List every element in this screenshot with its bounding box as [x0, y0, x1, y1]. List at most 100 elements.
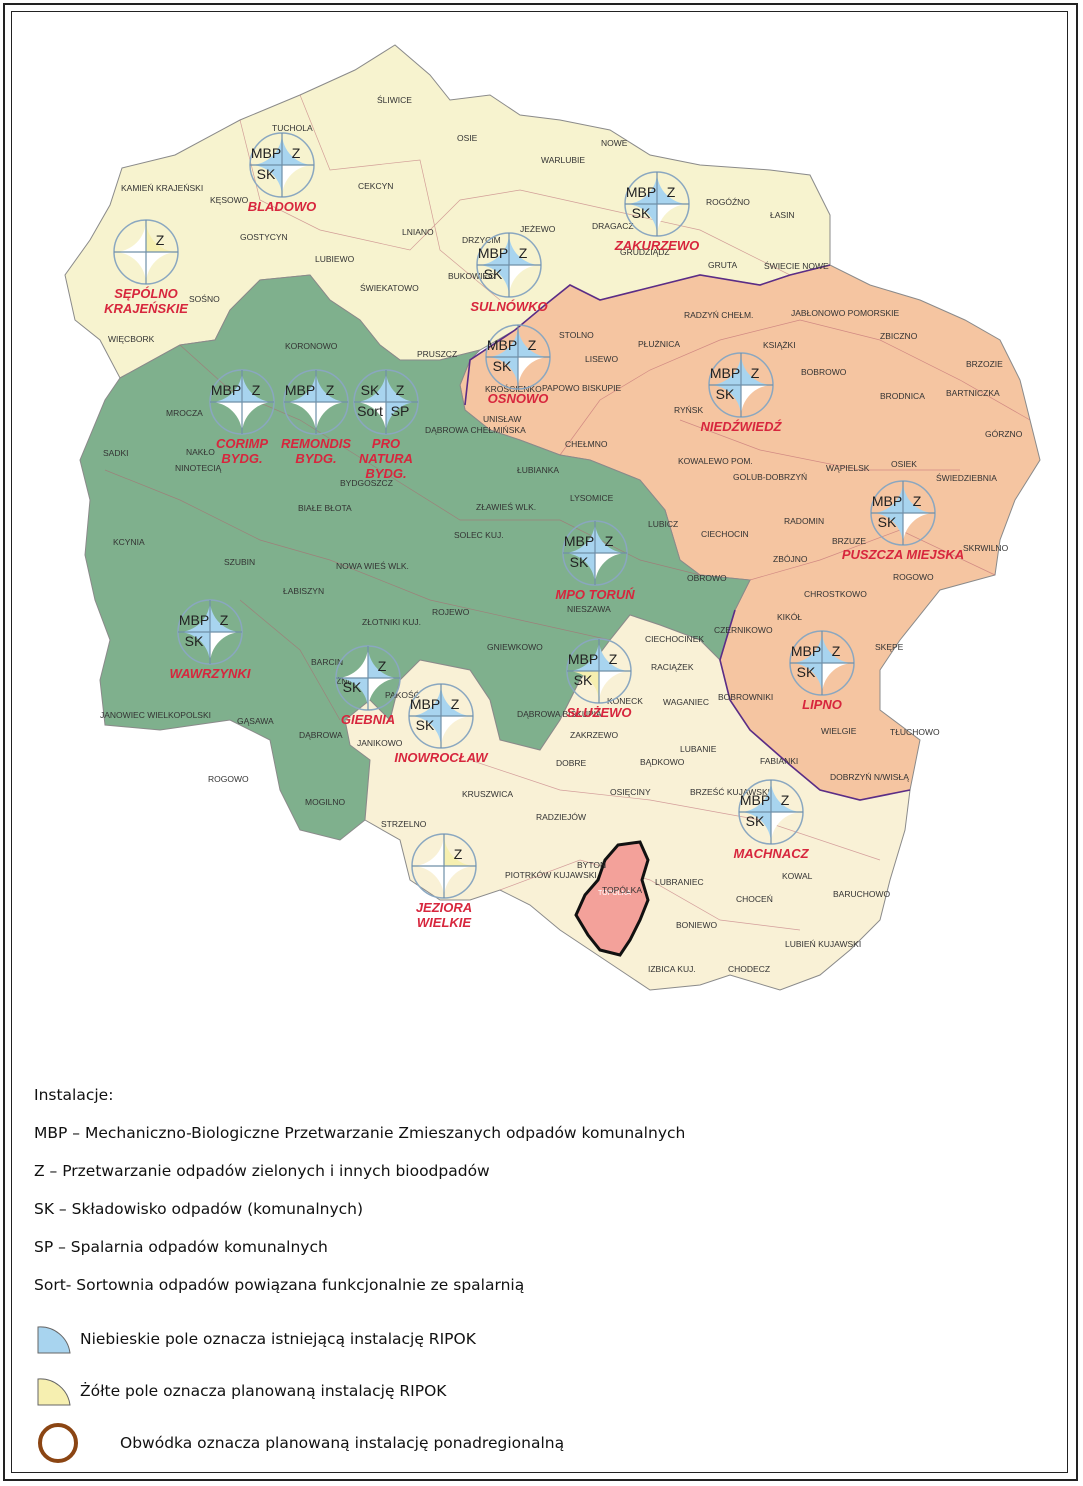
quadrant-tr — [903, 481, 935, 513]
town-label: KONECK — [607, 696, 643, 706]
quadrant-tr — [210, 600, 242, 632]
town-label: SKĘPE — [875, 642, 904, 652]
town-label: STOLNO — [559, 330, 594, 340]
town-label: CHOCEŃ — [736, 894, 773, 904]
quadrant-tl — [790, 631, 822, 663]
installation-name: BYDG. — [365, 466, 406, 481]
installation-name: BYDG. — [221, 451, 262, 466]
quadrant-bl — [739, 812, 771, 844]
installation-name: PRO — [372, 436, 400, 451]
quadrant-br — [316, 402, 348, 434]
town-label: DRZYCIM — [462, 235, 501, 245]
installation-name: SULNÓWKO — [470, 299, 547, 314]
quadrant-tl — [284, 370, 316, 402]
cell-label-tr: Z — [751, 365, 760, 381]
quadrant-tl — [336, 646, 368, 678]
town-label: RYŃSK — [674, 405, 703, 415]
installation-name: PUSZCZA MIEJSKA — [842, 547, 964, 562]
quadrant-bl — [336, 678, 368, 710]
town-label: ZAKRZEWO — [570, 730, 619, 740]
town-label: IZBICA KUJ. — [648, 964, 696, 974]
town-label: ŚWIECIE NOWE — [764, 260, 829, 271]
town-label: PIOTRKÓW KUJAWSKI — [505, 870, 597, 880]
quadrant-br — [599, 671, 631, 703]
cell-label-tr: Z — [454, 846, 463, 862]
quadrant-tl — [409, 684, 441, 716]
quadrant-tr — [441, 684, 473, 716]
town-label: KAMIEŃ KRAJEŃSKI — [121, 183, 203, 193]
quadrant-tr — [518, 325, 550, 357]
quadrant-br — [595, 553, 627, 585]
cell-label-tr: Z — [252, 382, 261, 398]
town-label: ROGÓŹNO — [706, 197, 750, 207]
town-label: ROJEWO — [432, 607, 470, 617]
cell-label-tr: Z — [519, 245, 528, 261]
cell-label-bl: SK — [570, 554, 589, 570]
quadrant-tr — [368, 646, 400, 678]
town-label: KOWALEWO POM. — [678, 456, 753, 466]
legend-z: Z – Przetwarzanie odpadów zielonych i in… — [34, 1162, 490, 1180]
cell-label-bl: SK — [632, 205, 651, 221]
town-label: WĄPIELSK — [826, 463, 870, 473]
cell-label-tr: Z — [220, 612, 229, 628]
town-label: CIECHOCIN — [701, 529, 749, 539]
town-label: WARLUBIE — [541, 155, 585, 165]
town-label: BYTOŃ — [577, 860, 606, 870]
cell-label-bl: SK — [878, 514, 897, 530]
town-label: LUBRANIEC — [655, 877, 704, 887]
quadrant-tl — [210, 370, 242, 402]
town-label: JEŻEWO — [520, 224, 556, 234]
town-label: GRUTA — [708, 260, 737, 270]
town-label: ŻNIN — [336, 676, 356, 686]
town-label: CEKCYN — [358, 181, 393, 191]
town-label: CZERNIKOWO — [714, 625, 773, 635]
town-label: ZŁAWIEŚ WLK. — [476, 501, 536, 512]
town-label: BYDGOSZCZ — [340, 478, 393, 488]
town-label: JANIKOWO — [357, 738, 403, 748]
quadrant-br — [518, 357, 550, 389]
cell-label-tl: MBP — [251, 145, 281, 161]
cell-label-tl: MBP — [478, 245, 508, 261]
installation-name: NIEDŹWIEDŹ — [701, 419, 783, 434]
town-label: DOBRZYŃ N/WISŁĄ — [830, 772, 909, 782]
town-label: STRZELNO — [381, 819, 427, 829]
quadrant-tl — [250, 133, 282, 165]
quadrant-br — [741, 385, 773, 417]
town-label: ŚWIEKATOWO — [360, 282, 419, 293]
quadrant-tr — [771, 780, 803, 812]
cell-label-bl: SK — [716, 386, 735, 402]
installation-name: KRAJEŃSKIE — [104, 301, 188, 316]
town-label: SADKI — [103, 448, 129, 458]
outline-circle-icon — [38, 1423, 78, 1463]
quadrant-tl — [567, 639, 599, 671]
blue-quadrant-icon — [37, 1326, 71, 1354]
town-label: RACIĄŻEK — [651, 662, 694, 672]
cell-label-tr: Z — [781, 792, 790, 808]
town-label: LNIANO — [402, 227, 434, 237]
town-label: LUBIEWO — [315, 254, 355, 264]
installation-name: CORIMP — [216, 436, 268, 451]
cell-label-tr: Z — [528, 337, 537, 353]
installation-name: BYDG. — [295, 451, 336, 466]
town-label: OBROWO — [687, 573, 727, 583]
quadrant-bl — [284, 402, 316, 434]
